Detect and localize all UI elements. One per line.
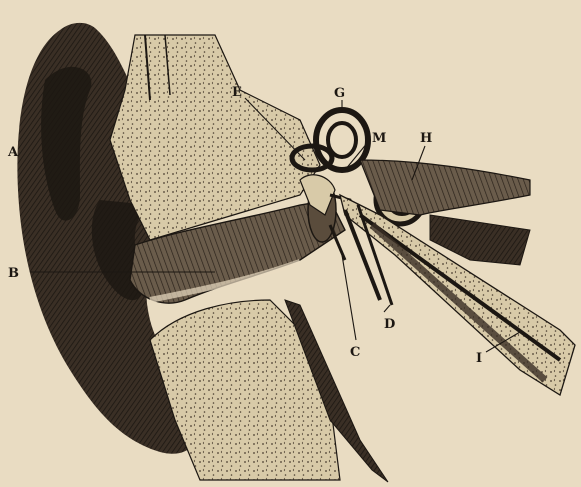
label-D: D [384,317,395,332]
label-G: G [334,86,345,101]
label-A: A [7,145,19,160]
label-H: H [420,131,432,146]
label-I: I [476,351,482,366]
label-M: M [372,131,386,146]
label-E: E [232,85,242,100]
leader-D [384,305,390,312]
label-C: C [350,345,360,360]
label-B: B [8,266,19,281]
leader-C [342,255,356,340]
